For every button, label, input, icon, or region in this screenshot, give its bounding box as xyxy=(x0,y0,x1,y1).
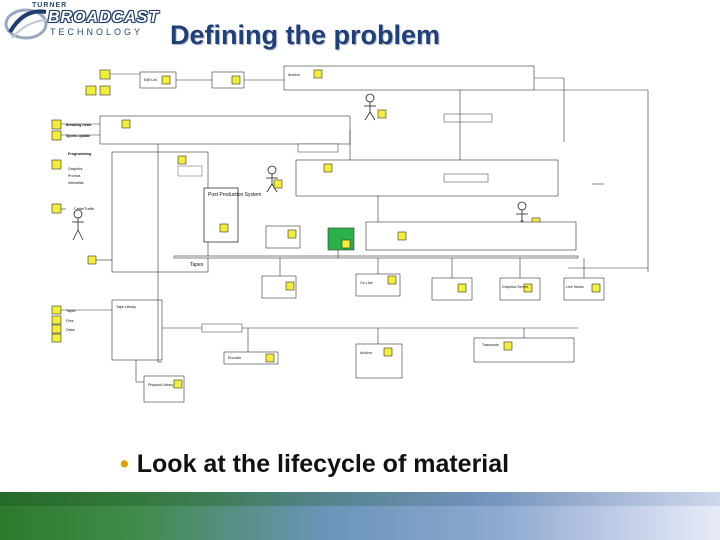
left-label-1: Breaking news xyxy=(66,123,91,127)
left-label-9: Files xyxy=(66,319,74,323)
left-label-6: Interstitial xyxy=(68,181,84,185)
post-production-label: Post Production System xyxy=(208,192,261,198)
logo-line-1: TURNER xyxy=(32,2,68,9)
left-label-2: Sports update xyxy=(66,134,90,138)
operator-figure-3 xyxy=(72,209,84,241)
footer-band-overlay xyxy=(0,492,720,506)
logo-line-3: TECHNOLOGY xyxy=(50,27,144,37)
transcode-label: Transcode xyxy=(482,343,499,347)
tape-library-label: Tape Library xyxy=(116,305,136,309)
edit-list-label: Edit List xyxy=(144,78,157,82)
operator-figure-1 xyxy=(364,93,376,121)
left-label-3: Programming xyxy=(68,152,91,156)
on-line-label: On Line xyxy=(360,281,373,285)
tapes-label: Tapes xyxy=(190,262,204,268)
footer-band xyxy=(0,492,720,540)
left-label-10: Disks xyxy=(66,328,75,332)
left-labels: Breaking news Sports update Programming … xyxy=(66,123,94,332)
logo-swoosh-icon xyxy=(4,8,49,40)
graphics-label: Graphics Server xyxy=(502,285,529,289)
bullet-text: Look at the lifecycle of material xyxy=(136,450,510,478)
bullet-point: •Look at the lifecycle of material xyxy=(120,450,509,479)
slide-title: Defining the problem xyxy=(170,20,440,50)
left-label-7: Cable/Traffic xyxy=(74,207,94,211)
left-label-5: Promos xyxy=(68,174,81,178)
workflow-diagram: Breaking news Sports update Programming … xyxy=(51,65,649,403)
logo-line-2: BROADCAST xyxy=(48,9,160,26)
bullet-icon: • xyxy=(120,450,129,478)
connector-lines xyxy=(61,73,649,383)
encoder-label: Encoder xyxy=(228,356,242,360)
live-label: Live Studio xyxy=(566,285,584,289)
company-logo: TURNER BROADCAST TECHNOLOGY xyxy=(4,2,158,46)
top-row-boxes xyxy=(139,65,535,91)
archive-box-label: Archive xyxy=(360,351,372,355)
physical-library-label: Physical Library xyxy=(148,383,174,387)
left-label-8: Tapes xyxy=(66,309,76,313)
archive-top-label: Archive xyxy=(288,73,300,77)
left-label-4: Graphics xyxy=(68,167,83,171)
left-id-boxes xyxy=(51,69,111,343)
